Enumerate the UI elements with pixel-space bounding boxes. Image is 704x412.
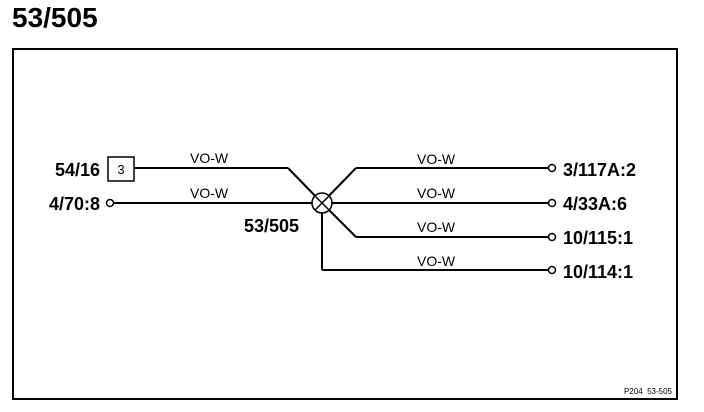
terminal-3-117a-icon (547, 163, 557, 173)
connector-label-10-114: 10/114:1 (563, 262, 633, 282)
terminal-10-115-icon (547, 232, 557, 242)
wire-color-label: VO-W (417, 185, 456, 201)
connector-label-54-16: 54/16 (55, 160, 100, 180)
connector-label-4-70: 4/70:8 (49, 194, 100, 214)
wire-color-label: VO-W (190, 185, 229, 201)
terminal-4-70-icon (105, 198, 115, 208)
wire-color-label: VO-W (417, 151, 456, 167)
splice-icon (311, 192, 333, 214)
terminal-4-33a-icon (547, 198, 557, 208)
page-title: 53/505 (12, 2, 98, 33)
connector-pin-box (107, 156, 135, 182)
wire-color-label: VO-W (417, 253, 456, 269)
reference-code: P204 53-505 (624, 387, 673, 396)
diagram-frame (12, 48, 678, 400)
wire-color-label: VO-W (190, 150, 229, 166)
wire-color-label: VO-W (417, 219, 456, 235)
connector-pin-number: 3 (117, 162, 124, 177)
connector-label-10-115: 10/115:1 (563, 228, 633, 248)
terminal-10-114-icon (547, 265, 557, 275)
connector-label-3-117a: 3/117A:2 (563, 160, 636, 180)
splice-label: 53/505 (244, 216, 299, 236)
connector-label-4-33a: 4/33A:6 (563, 194, 627, 214)
